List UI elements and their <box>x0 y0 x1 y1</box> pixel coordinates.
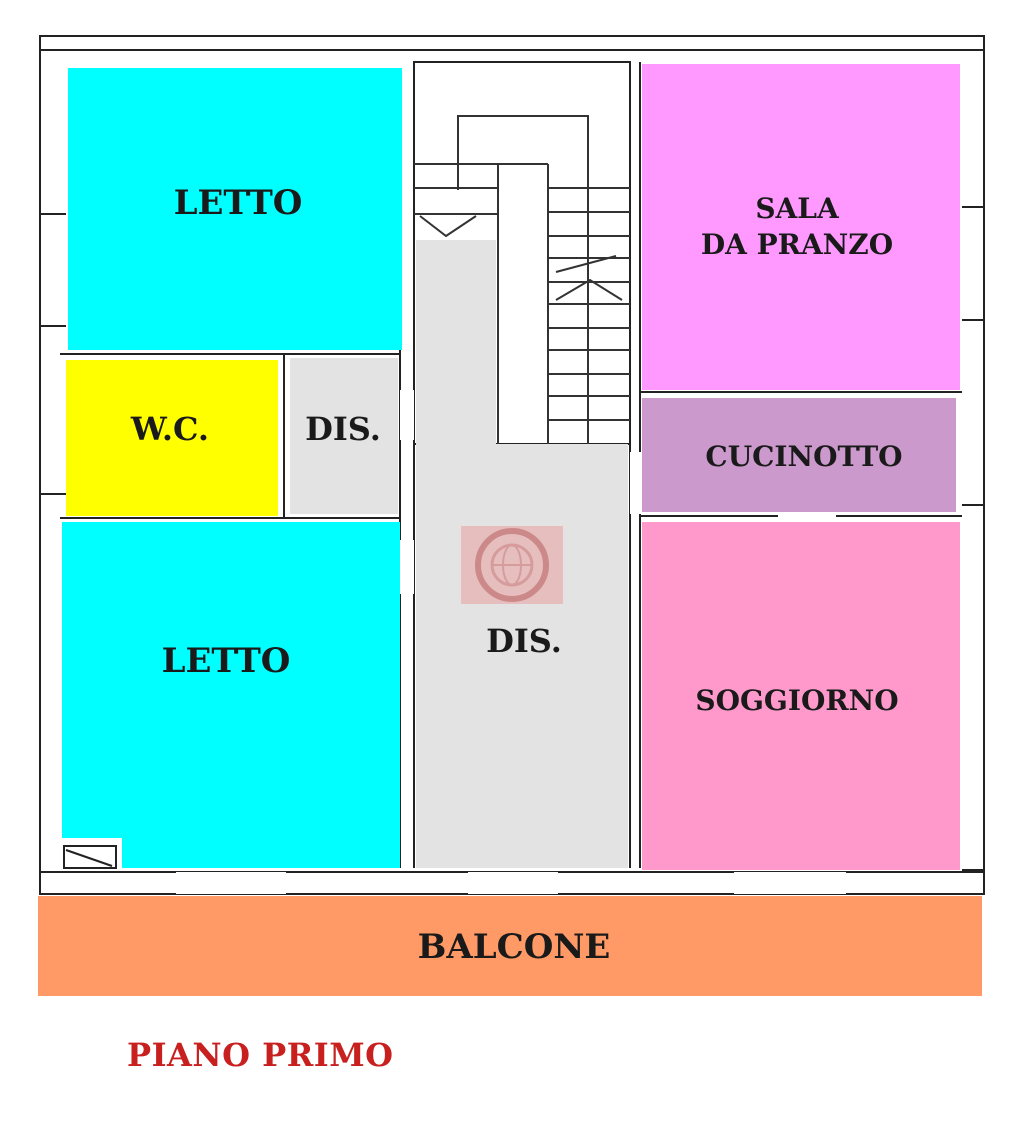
room-dis-small <box>290 358 398 514</box>
label-sala-line2: DA PRANZO <box>701 228 893 261</box>
label-soggiorno: SOGGIORNO <box>695 684 898 717</box>
label-cucinotto: CUCINOTTO <box>705 440 902 473</box>
staircase <box>414 115 630 444</box>
label-dis-hall: DIS. <box>486 622 562 660</box>
label-dis-small: DIS. <box>305 410 381 448</box>
room-soggiorno <box>642 522 960 870</box>
room-sala-da-pranzo <box>642 64 960 390</box>
room-letto-top <box>68 68 402 350</box>
label-balcone: BALCONE <box>418 927 611 967</box>
label-wc: W.C. <box>130 410 209 448</box>
label-letto-top: LETTO <box>174 183 303 223</box>
room-wc <box>66 360 278 516</box>
label-letto-bottom: LETTO <box>162 641 291 681</box>
label-sala-line1: SALA <box>755 192 840 225</box>
plan-title: PIANO PRIMO <box>127 1036 394 1074</box>
room-balcone <box>38 896 982 996</box>
room-letto-bottom <box>62 522 400 868</box>
room-cucinotto <box>642 398 956 512</box>
globe-logo-icon <box>461 526 563 604</box>
utility-shaft <box>63 845 117 869</box>
door-openings <box>176 390 846 894</box>
